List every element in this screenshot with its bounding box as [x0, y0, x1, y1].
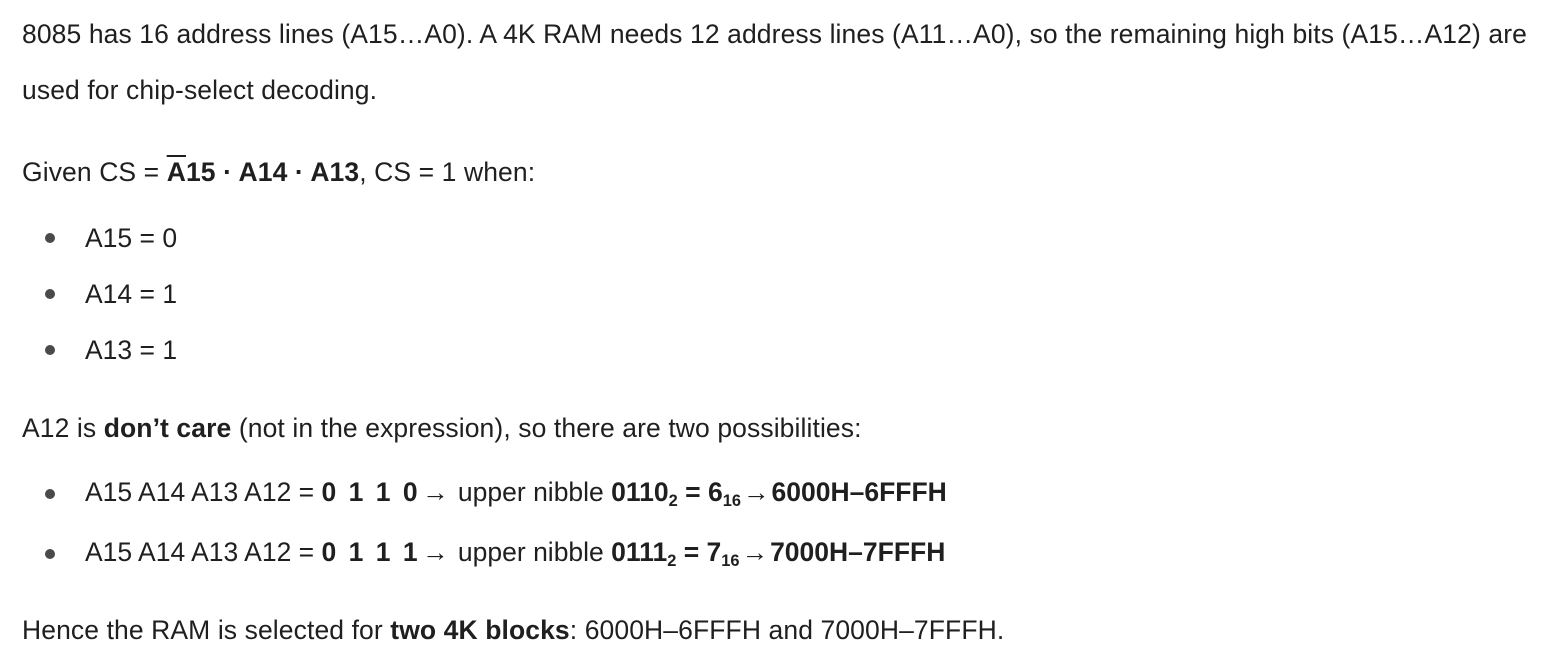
arrow-icon: → — [422, 537, 449, 567]
hex-value: 6 — [708, 477, 723, 507]
bullet-icon — [45, 489, 55, 499]
cs-expression: A15 · A14 · A13 — [167, 157, 360, 187]
possibility-hex: 716 — [706, 537, 740, 570]
possibility-lead: A15 A14 A13 A12 = — [85, 477, 322, 507]
a13-term: A13 — [310, 157, 360, 187]
binary-value: 0110 — [611, 477, 669, 507]
given-expression-paragraph: Given CS = A15 · A14 · A13, CS = 1 when: — [22, 144, 1544, 200]
dontcare-paragraph: A12 is don’t care (not in the expression… — [22, 400, 1544, 456]
a14-term: A14 — [238, 157, 288, 187]
conditions-list: A15 = 0 A14 = 1 A13 = 1 — [22, 210, 1544, 378]
possibility-mid: upper nibble — [450, 477, 612, 507]
hex-value: 7 — [706, 537, 722, 567]
dontcare-after: (not in the expression), so there are tw… — [231, 413, 862, 443]
a15-digits: 15 — [185, 157, 216, 187]
list-item: A15 A14 A13 A12 = 0 1 1 0→ upper nibble … — [22, 464, 1544, 524]
condition-label: A14 = 1 — [85, 279, 178, 309]
possibility-bits: 0 1 1 1 — [321, 537, 421, 567]
conclusion-after: : 6000H–6FFFH and 7000H–7FFFH. — [569, 615, 1005, 645]
conclusion-paragraph: Hence the RAM is selected for two 4K blo… — [22, 602, 1544, 658]
possibility-mid: upper nibble — [450, 537, 612, 567]
conclusion-before: Hence the RAM is selected for — [22, 615, 391, 645]
arrow-icon: → — [743, 477, 770, 507]
possibilities-list: A15 A14 A13 A12 = 0 1 1 0→ upper nibble … — [22, 464, 1544, 584]
possibility-equals: = — [677, 477, 708, 507]
a15-overline-letter: A — [166, 157, 186, 187]
bullet-icon — [45, 549, 55, 559]
arrow-icon: → — [422, 477, 449, 507]
and-dot-1: · — [215, 157, 239, 187]
possibility-binary: 01112 — [611, 537, 677, 570]
dontcare-before: A12 is — [22, 413, 104, 443]
possibility-bits: 0 1 1 0 — [321, 477, 421, 507]
possibility-lead: A15 A14 A13 A12 = — [85, 537, 322, 567]
binary-base: 2 — [667, 551, 677, 570]
arrow-icon: → — [741, 537, 769, 567]
binary-base: 2 — [668, 491, 678, 510]
list-item: A15 A14 A13 A12 = 0 1 1 1→ upper nibble … — [22, 524, 1544, 584]
bullet-icon — [45, 345, 55, 355]
list-item: A14 = 1 — [22, 266, 1544, 322]
condition-label: A13 = 1 — [85, 335, 178, 365]
condition-label: A15 = 0 — [85, 223, 178, 253]
hex-base: 16 — [722, 491, 742, 510]
possibility-range: 6000H–6FFFH — [771, 477, 947, 507]
hex-base: 16 — [721, 551, 740, 570]
possibility-range: 7000H–7FFFH — [770, 537, 946, 567]
bullet-icon — [45, 289, 55, 299]
possibility-hex: 616 — [708, 477, 742, 510]
given-suffix: , CS = 1 when: — [359, 157, 536, 187]
list-item: A13 = 1 — [22, 322, 1544, 378]
binary-value: 0111 — [611, 537, 668, 567]
bullet-icon — [45, 233, 55, 243]
possibility-binary: 01102 — [611, 477, 678, 510]
dontcare-emphasis: don’t care — [103, 413, 232, 443]
and-dot-2: · — [287, 157, 311, 187]
intro-paragraph: 8085 has 16 address lines (A15…A0). A 4K… — [22, 19, 1527, 105]
given-prefix: Given CS = — [22, 157, 167, 187]
conclusion-emphasis: two 4K blocks — [390, 615, 570, 645]
possibility-equals: = — [676, 537, 707, 567]
list-item: A15 = 0 — [22, 210, 1544, 266]
